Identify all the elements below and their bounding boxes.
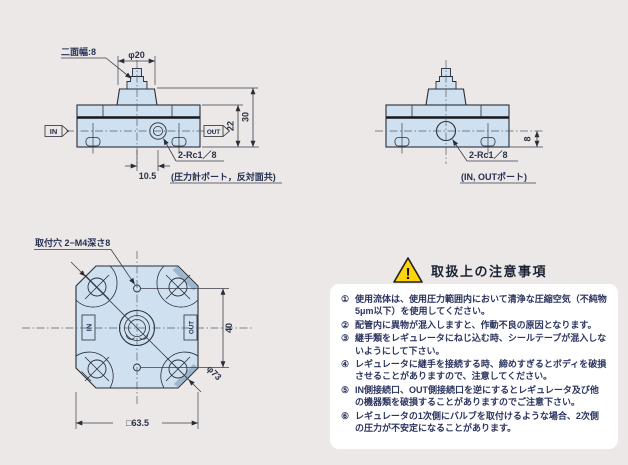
front-view: IN OUT φ20 二面幅:8 22 30	[44, 46, 282, 184]
front-knob-nut	[126, 76, 148, 90]
side-port-note: (IN, OUTポート)	[461, 171, 527, 182]
top-corner-shade-br	[174, 364, 198, 388]
dim-port-offset: 10.5	[139, 171, 157, 181]
top-corner-shade-tr	[172, 266, 198, 291]
side-view: 8 2-Rc1／8 (IN, OUTポート)	[375, 60, 543, 184]
notes-panel: ① 使用流体は、使用圧力範囲内において清浄な圧縮空気（不純物5μm以下）を使用し…	[330, 284, 618, 449]
top-in-marker: IN	[81, 314, 96, 341]
note-text: 配管内に異物が混入しますと、作動不良の原因となります。	[355, 319, 597, 330]
note-number: ④	[341, 359, 350, 370]
note-number: ⑤	[341, 384, 350, 395]
top-fillet-tr	[156, 265, 199, 308]
note-number: ③	[341, 333, 350, 344]
side-dimensions: 8 2-Rc1／8 (IN, OUTポート)	[452, 131, 543, 184]
top-fillet-br	[160, 351, 199, 389]
note-text: 継手類をレギュレータにねじ込む時、シールテープが混入しないようにして下さい。	[355, 333, 607, 356]
notes-header: ! 取扱上の注意事項	[392, 256, 547, 284]
note-number: ②	[341, 319, 350, 330]
note-item-2: ② 配管内に異物が混入しますと、作動不良の原因となります。	[341, 319, 607, 331]
front-out-marker: OUT	[203, 125, 231, 137]
dim-width: □63.5	[126, 418, 149, 428]
warning-exclamation: !	[405, 266, 410, 283]
note-text: レギュレータの1次側にバルブを取付けるような場合、2次側の圧力が不安定になること…	[355, 410, 599, 434]
dim-knob-diameter: φ20	[128, 50, 144, 60]
note-number: ①	[341, 294, 350, 304]
note-item-4: ④ レギュレータに継手を接続する時、締めすぎるとボディを破損させることがあります…	[341, 358, 607, 383]
front-body	[76, 104, 201, 148]
dim-hole-pitch: 40	[224, 323, 234, 333]
front-in-label: IN	[50, 127, 58, 136]
note-item-5: ⑤ IN側接続口、OUT側接続口を逆にするとレギュレータ及び他の機器類を破損する…	[341, 384, 607, 409]
top-in-label: IN	[85, 324, 94, 332]
front-in-marker: IN	[44, 125, 70, 137]
dim-body-height: 22	[226, 121, 236, 131]
side-knob-nut	[435, 76, 457, 90]
notes-title: 取扱上の注意事項	[431, 263, 548, 279]
front-dimensions: φ20 二面幅:8 22 30 10.5 2-Rc1／8 (圧力計ポート，反対面…	[61, 46, 282, 184]
note-item-6: ⑥ レギュレータの1次側にバルブを取付けるような場合、2次側の圧力が不安定になる…	[341, 410, 607, 435]
note-text: レギュレータに継手を接続する時、締めすぎるとボディを破損させることがありますので…	[355, 359, 607, 382]
out-arrow-icon	[222, 125, 231, 137]
note-item-3: ③ 継手類をレギュレータにねじ込む時、シールテープが混入しないようにして下さい。	[341, 332, 607, 357]
mount-hole-label: 取付穴 2−M4深さ8	[35, 237, 110, 248]
top-fillet-bl	[75, 351, 114, 389]
front-port-thread-label: 2-Rc1／8	[178, 150, 217, 160]
note-text: 使用流体は、使用圧力範囲内において清浄な圧縮空気（不純物5μm以下）を使用してく…	[355, 294, 607, 317]
dim-total-height: 30	[241, 112, 251, 122]
side-port-thread-label: 2-Rc1／8	[469, 150, 508, 160]
top-out-label: OUT	[189, 321, 196, 334]
warning-triangle-icon: !	[393, 257, 423, 283]
note-text: IN側接続口、OUT側接続口を逆にするとレギュレータ及び他の機器類を破損すること…	[355, 384, 599, 408]
top-view: IN OUT 取付穴 2−M4深さ8 φ73 40 □63.5	[22, 237, 252, 429]
dim-diagonal: φ73	[205, 364, 224, 383]
dim-port-height: 8	[523, 136, 533, 141]
label-width-across-flats: 二面幅:8	[61, 46, 96, 57]
front-port-note: (圧力計ポート，反対面共)	[171, 171, 276, 182]
top-fillet-tl	[75, 265, 118, 308]
in-arrow-icon	[61, 125, 70, 137]
front-out-label: OUT	[207, 129, 220, 136]
note-number: ⑥	[341, 410, 350, 421]
top-out-marker: OUT	[183, 314, 198, 341]
note-item-1: ① 使用流体は、使用圧力範囲内において清浄な圧縮空気（不純物5μm以下）を使用し…	[341, 293, 607, 318]
